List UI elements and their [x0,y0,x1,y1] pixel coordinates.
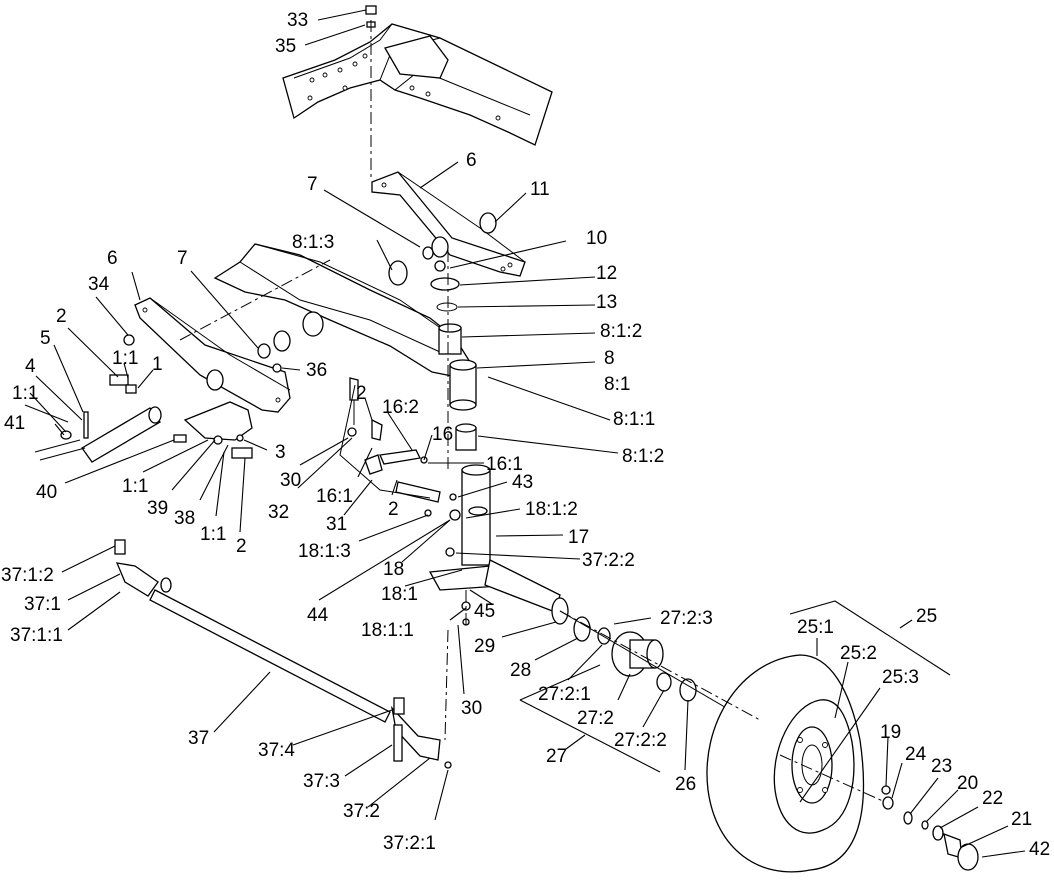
front-axle-beam [213,243,471,379]
callout-c11b: 1:1 [12,383,38,404]
callout-c34: 34 [88,274,110,295]
callout-c33: 33 [287,10,308,31]
callout-c181: 18:1 [381,584,418,605]
callout-c373: 37:3 [303,771,340,792]
spindle [428,464,561,613]
callout-c2722: 27:2:2 [614,730,667,751]
callout-c2b: 2 [356,383,367,404]
callout-c43: 43 [512,472,533,493]
callout-c45: 45 [474,601,495,622]
pivot-tube [430,277,477,451]
axle-mount-bracket-lower [134,297,291,413]
callout-c39: 39 [147,498,168,519]
wheel-fasteners [881,785,979,871]
hub-assembly [551,597,851,781]
callout-c7a: 7 [307,174,318,195]
callout-c2d: 2 [236,536,247,557]
callout-c1811: 18:1:1 [361,620,414,641]
wheel-and-tire [706,654,865,873]
callout-c10: 10 [586,228,607,249]
steering-cylinder [34,406,162,463]
callout-c11d: 1:1 [200,524,226,545]
leader-lines [24,9,1026,858]
callout-c23: 23 [931,756,952,777]
callout-c1813: 18:1:3 [298,541,351,562]
callout-c374: 37:4 [258,740,295,761]
callout-c16: 16 [432,424,453,445]
callout-c251: 25:1 [797,617,834,638]
callout-c13: 13 [596,292,617,313]
callout-c40: 40 [36,482,57,503]
tie-rod [114,539,452,769]
callout-c813a: 8:1:3 [292,232,334,253]
callout-c3712: 37:1:2 [1,565,54,586]
callout-c371: 37:1 [24,594,61,615]
callout-c272: 27:2 [577,708,614,729]
callout-c32: 32 [268,502,289,523]
callout-c30b: 30 [461,698,482,719]
callout-c31: 31 [326,514,347,535]
callout-c1812: 18:1:2 [525,499,578,520]
callout-c41: 41 [4,413,25,434]
callout-c2a: 2 [56,306,67,327]
steering-bracket-plate [109,374,253,459]
callout-c161a: 16:1 [486,454,523,475]
callout-c37: 37 [188,728,209,749]
callout-c42: 42 [1029,839,1050,860]
callout-c8: 8 [604,348,615,369]
callout-c252: 25:2 [840,643,877,664]
callout-c28: 28 [510,660,531,681]
callout-c11c: 1:1 [122,476,148,497]
callout-c21: 21 [1011,809,1032,830]
callout-c3711: 37:1:1 [10,625,63,646]
callout-c161b: 16:1 [316,486,353,507]
callout-c19: 19 [880,722,901,743]
callout-c11: 11 [530,179,550,200]
callout-c3722: 37:2:2 [582,550,635,571]
callout-c1a: 1 [152,354,163,375]
center-lines [179,20,886,803]
callout-c20: 20 [957,773,978,794]
callout-c372: 37:2 [343,801,380,822]
callout-c26: 26 [675,774,696,795]
callout-c7b: 7 [177,248,188,269]
callout-c81: 8:1 [604,374,630,395]
callout-c6a: 6 [466,150,477,171]
callout-c36: 36 [306,360,327,381]
callout-c812a: 8:1:2 [600,321,642,342]
callout-c29: 29 [474,636,495,657]
callout-c38: 38 [174,508,195,529]
callout-c27: 27 [546,746,567,767]
callout-c6b: 6 [107,248,118,269]
callout-c44: 44 [307,605,329,626]
callout-c162: 16:2 [382,397,419,418]
callout-c3: 3 [275,442,286,463]
callout-c25: 25 [916,606,937,627]
callout-c22: 22 [982,788,1003,809]
callout-c4: 4 [25,356,36,377]
callout-c35: 35 [275,36,296,57]
callout-c30a: 30 [280,470,301,491]
callout-c24: 24 [905,744,927,765]
frame-rail-top [282,23,553,146]
callout-c3721: 37:2:1 [383,833,436,854]
callout-c17: 17 [568,527,589,548]
callout-c811: 8:1:1 [613,409,655,430]
callout-c18: 18 [383,559,404,580]
callout-c2c: 2 [388,499,399,520]
axle-mount-bracket-upper [371,171,526,277]
callout-c12: 12 [596,263,617,284]
callout-c812b: 8:1:2 [622,446,664,467]
callout-c2721: 27:2:1 [538,684,591,705]
callout-c2723: 27:2:3 [660,608,713,629]
hydraulic-hoses [339,377,441,503]
callout-c11a: 1:1 [112,348,138,369]
callout-c253: 25:3 [882,667,919,688]
part-drawings [34,5,979,873]
group-brackets [519,600,951,773]
callout-c5: 5 [40,328,51,349]
